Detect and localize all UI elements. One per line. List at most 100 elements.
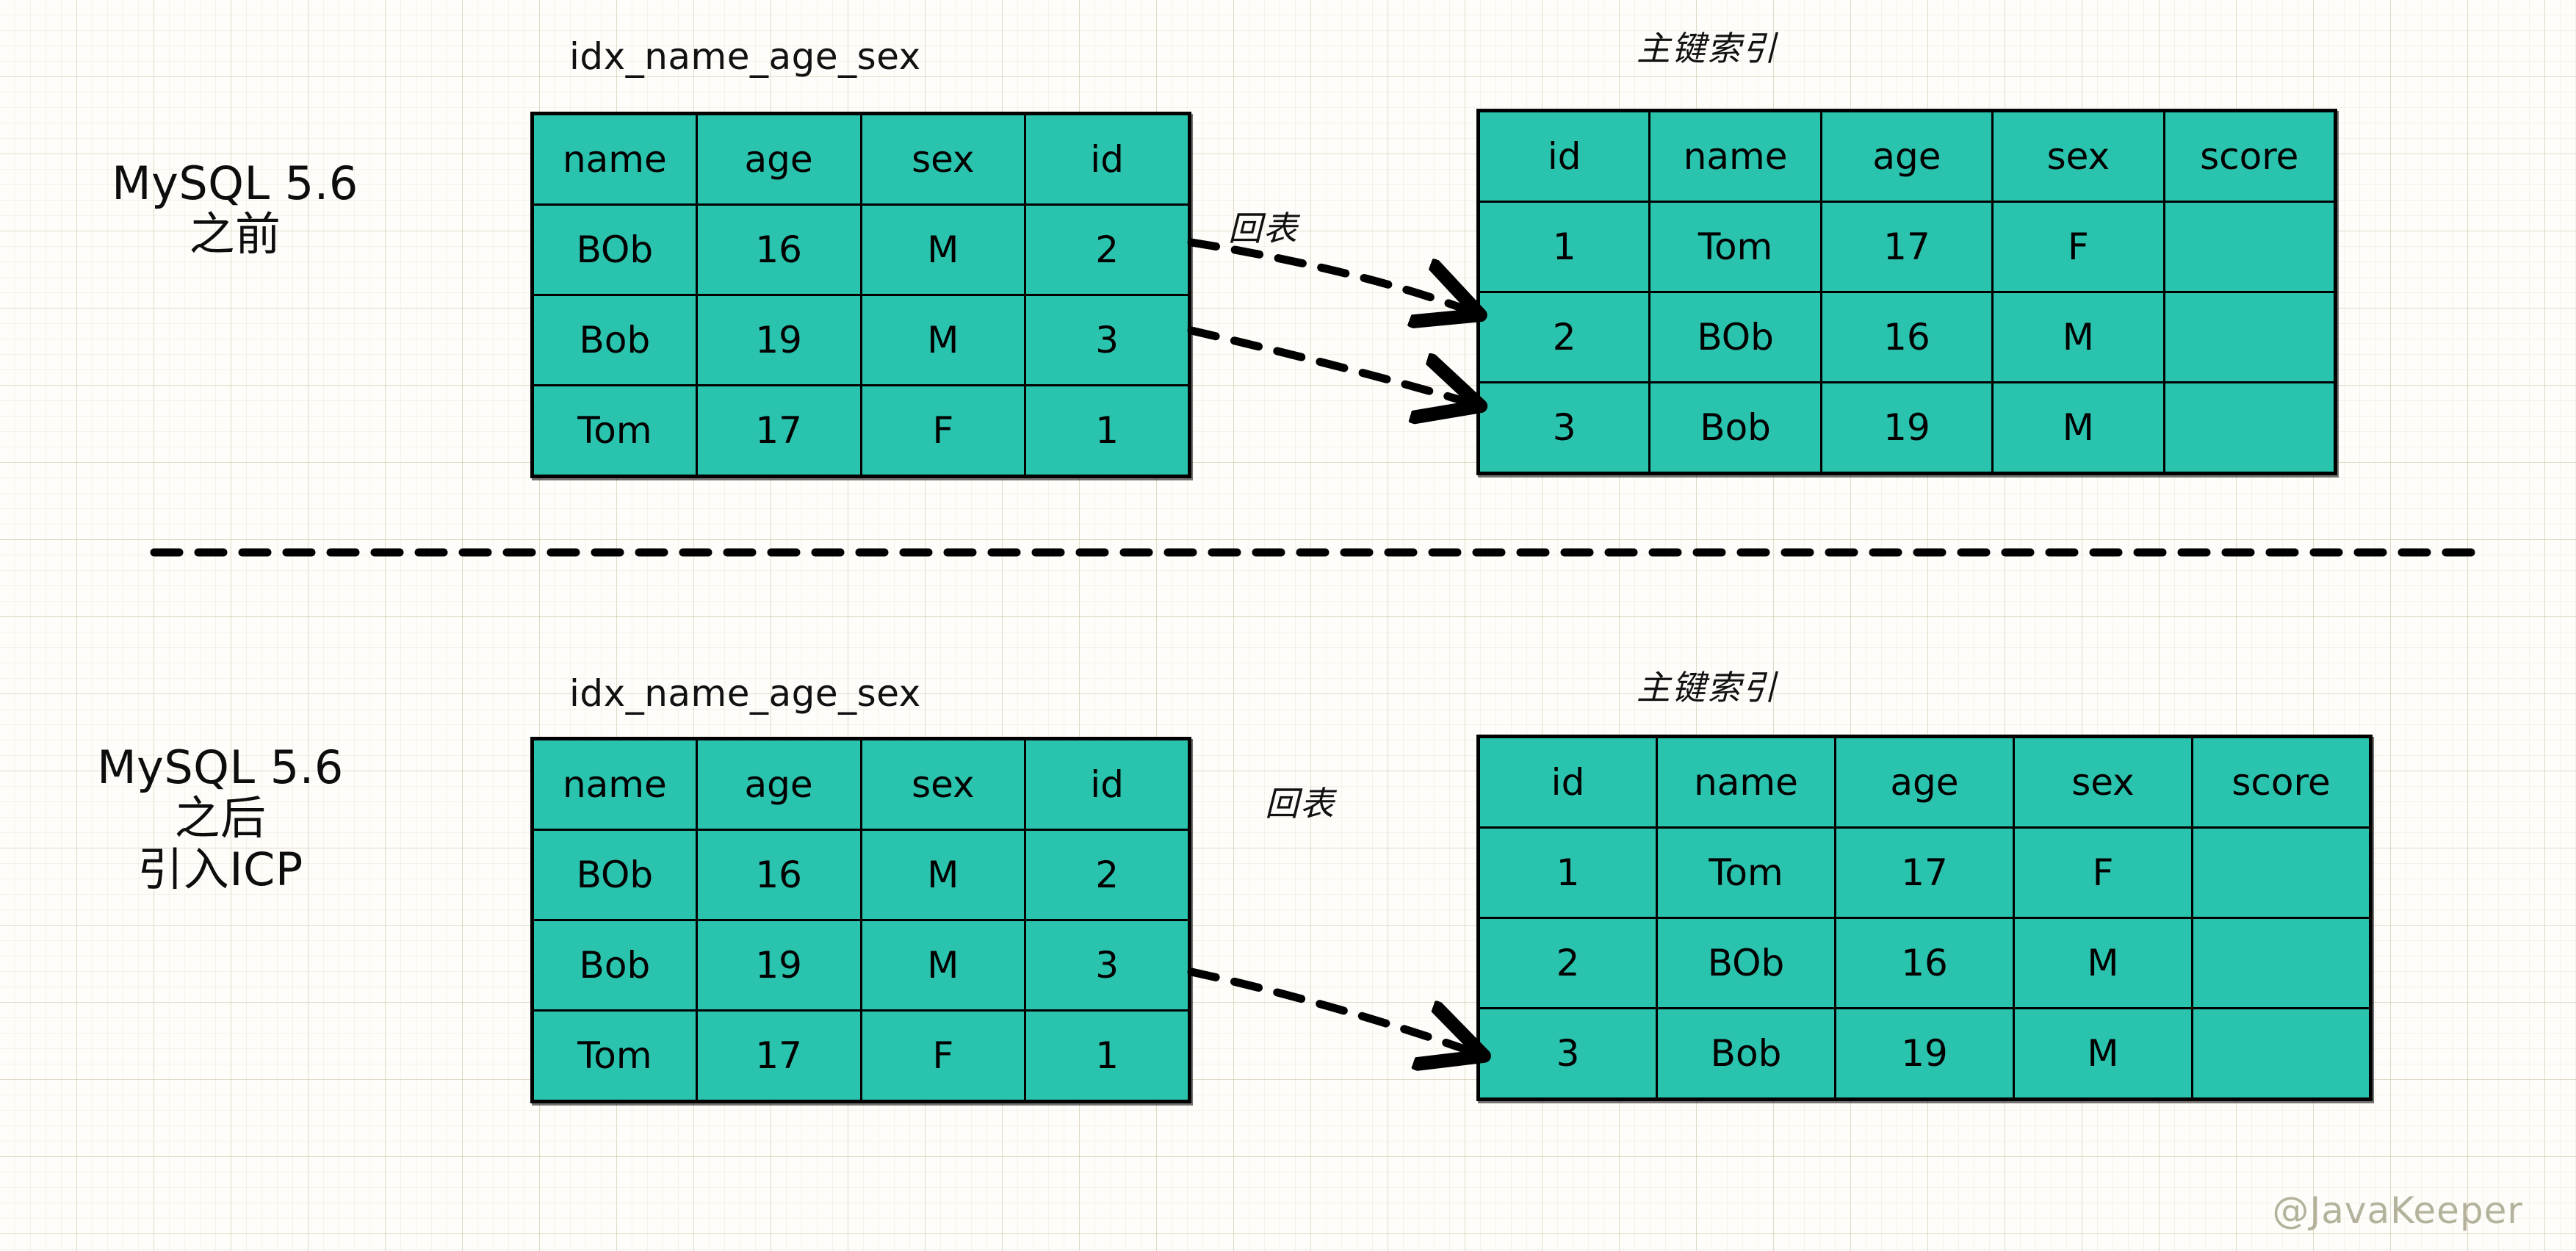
- table-row: Bob 19 M 3: [531, 919, 1191, 1012]
- cell-name: Tom: [1648, 201, 1822, 293]
- table-row: Bob 19 M 3: [531, 294, 1191, 386]
- table-row: 2 BOb 16 M: [1476, 291, 2337, 383]
- cell-name: BOb: [531, 829, 698, 921]
- table-row: BOb 16 M 2: [531, 829, 1191, 921]
- table-header-row: id name age sex score: [1477, 735, 2372, 829]
- index-table-before: name age sex id BOb 16 M 2 Bob 19 M 3 To…: [530, 112, 1191, 478]
- cell-id: 3: [1024, 294, 1191, 386]
- cell-name: Tom: [531, 1009, 698, 1103]
- cell-sex: M: [1991, 381, 2165, 475]
- cell-name: Bob: [1656, 1007, 1836, 1100]
- watermark: @JavaKeeper: [2272, 1189, 2523, 1232]
- col-header-age: age: [695, 112, 862, 206]
- table-row: 3 Bob 19 M: [1477, 1007, 2372, 1100]
- col-header-age: age: [1834, 735, 2015, 829]
- col-header-sex: sex: [2013, 735, 2193, 829]
- cell-score: [2191, 1007, 2372, 1100]
- index-table-after: name age sex id BOb 16 M 2 Bob 19 M 3 To…: [530, 737, 1191, 1103]
- cell-age: 16: [695, 203, 862, 296]
- table-row: 3 Bob 19 M: [1476, 381, 2337, 475]
- section-label-after-line1: MySQL 5.6: [97, 740, 344, 794]
- col-header-score: score: [2191, 735, 2372, 829]
- cell-id: 1: [1024, 384, 1191, 477]
- cell-id: 1: [1476, 201, 1651, 293]
- col-header-name: name: [1656, 735, 1836, 829]
- cell-id: 2: [1477, 917, 1658, 1009]
- cell-age: 19: [1819, 381, 1994, 475]
- cell-name: Tom: [1656, 826, 1836, 919]
- lookup-arrow-after-1: [1187, 967, 1473, 1052]
- lookup-arrow-before-2: [1187, 326, 1469, 403]
- table-row: BOb 16 M 2: [531, 203, 1191, 296]
- cell-age: 17: [1834, 826, 2015, 919]
- primary-table-after: id name age sex score 1 Tom 17 F 2 BOb 1…: [1476, 735, 2373, 1101]
- cell-sex: M: [1991, 291, 2165, 383]
- cell-age: 17: [695, 1009, 862, 1103]
- col-header-age: age: [1819, 109, 1994, 203]
- cell-age: 16: [1834, 917, 2015, 1009]
- cell-sex: F: [859, 1009, 1027, 1103]
- col-header-sex: sex: [1991, 109, 2165, 203]
- cell-name: BOb: [531, 203, 698, 296]
- cell-name: BOb: [1648, 291, 1822, 383]
- cell-sex: F: [1991, 201, 2165, 293]
- col-header-sex: sex: [859, 112, 1027, 206]
- cell-id: 3: [1477, 1007, 1658, 1100]
- section-label-after-line2: 之后: [174, 791, 267, 846]
- cell-name: Bob: [1648, 381, 1822, 475]
- cell-sex: M: [859, 203, 1027, 296]
- cell-sex: M: [2013, 917, 2193, 1009]
- cell-sex: M: [859, 919, 1027, 1012]
- cell-score: [2191, 917, 2372, 1009]
- cell-id: 2: [1024, 203, 1191, 296]
- cell-id: 2: [1024, 829, 1191, 921]
- cell-name: BOb: [1656, 917, 1836, 1009]
- col-header-id: id: [1024, 738, 1191, 831]
- lookup-arrow-before-1: [1187, 238, 1469, 311]
- table-row: 1 Tom 17 F: [1476, 201, 2337, 293]
- primary-table-before: id name age sex score 1 Tom 17 F 2 BOb 1…: [1476, 109, 2337, 475]
- cell-age: 19: [695, 294, 862, 386]
- col-header-sex: sex: [859, 738, 1027, 831]
- table-row: 2 BOb 16 M: [1477, 917, 2372, 1009]
- cell-age: 19: [1834, 1007, 2015, 1100]
- primary-table-title-before: 主键索引: [1637, 29, 1778, 68]
- arrow-label-lookup-before: 回表: [1228, 209, 1299, 248]
- cell-sex: F: [2013, 826, 2193, 919]
- cell-id: 3: [1024, 919, 1191, 1012]
- table-row: 1 Tom 17 F: [1477, 826, 2372, 919]
- col-header-name: name: [531, 738, 698, 831]
- cell-name: Tom: [531, 384, 698, 477]
- section-label-after: MySQL 5.6 之后 引入ICP: [29, 742, 411, 895]
- section-label-before: MySQL 5.6 之前: [44, 158, 426, 260]
- col-header-id: id: [1477, 735, 1658, 829]
- cell-score: [2191, 826, 2372, 919]
- primary-table-title-after: 主键索引: [1637, 668, 1778, 707]
- col-header-score: score: [2162, 109, 2337, 203]
- arrow-label-lookup-after: 回表: [1265, 784, 1335, 823]
- cell-id: 2: [1476, 291, 1651, 383]
- cell-age: 19: [695, 919, 862, 1012]
- index-table-title-after: idx_name_age_sex: [569, 672, 921, 715]
- col-header-name: name: [1648, 109, 1822, 203]
- cell-name: Bob: [531, 919, 698, 1012]
- cell-id: 3: [1476, 381, 1651, 475]
- cell-id: 1: [1024, 1009, 1191, 1103]
- cell-sex: F: [859, 384, 1027, 477]
- table-row: Tom 17 F 1: [531, 384, 1191, 477]
- col-header-name: name: [531, 112, 698, 206]
- cell-score: [2162, 291, 2337, 383]
- col-header-age: age: [695, 738, 862, 831]
- section-label-before-line2: 之前: [189, 207, 281, 262]
- cell-sex: M: [859, 829, 1027, 921]
- table-header-row: id name age sex score: [1476, 109, 2337, 203]
- col-header-id: id: [1476, 109, 1651, 203]
- table-header-row: name age sex id: [531, 738, 1191, 831]
- index-table-title-before: idx_name_age_sex: [569, 35, 921, 78]
- cell-age: 17: [695, 384, 862, 477]
- cell-age: 16: [695, 829, 862, 921]
- table-header-row: name age sex id: [531, 112, 1191, 206]
- cell-age: 16: [1819, 291, 1994, 383]
- cell-age: 17: [1819, 201, 1994, 293]
- cell-name: Bob: [531, 294, 698, 386]
